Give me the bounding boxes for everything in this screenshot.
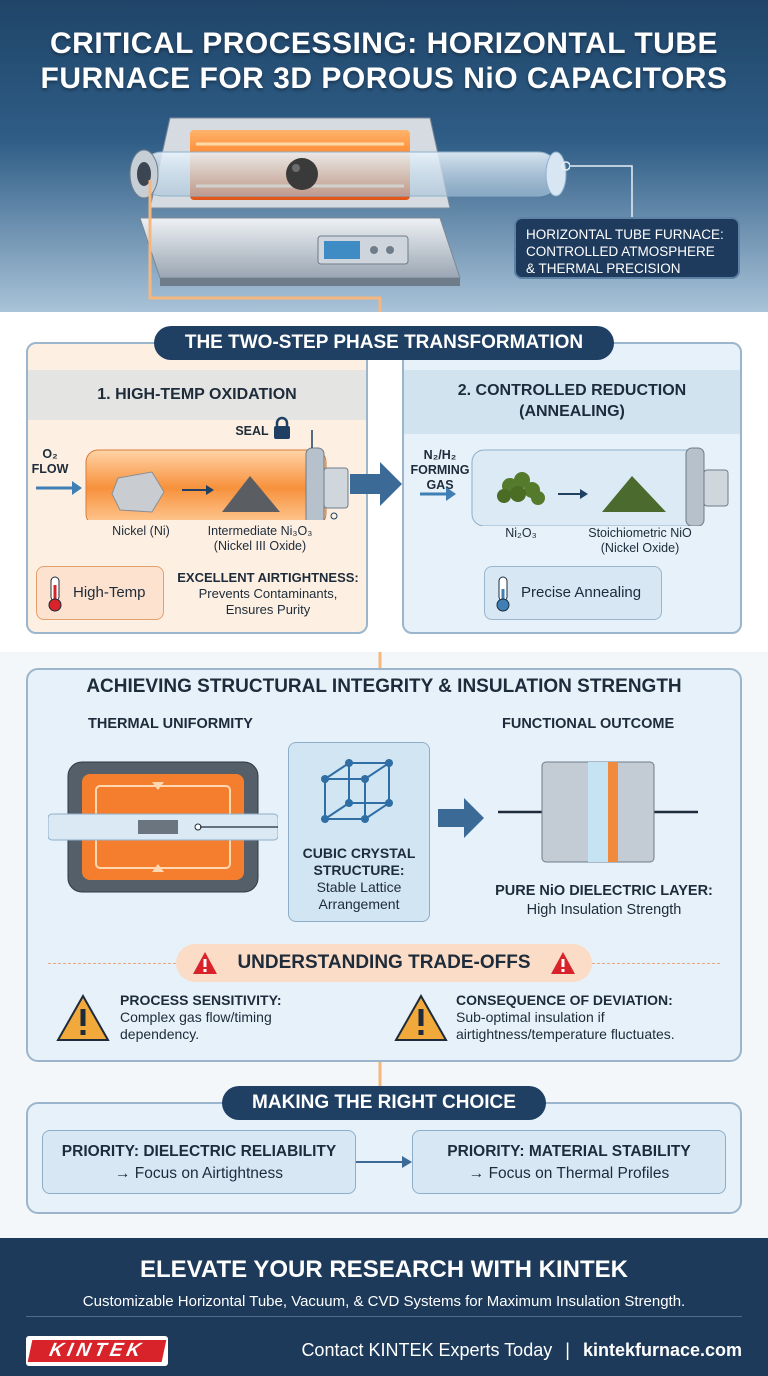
divider-right	[592, 963, 720, 964]
callout-line-2: CONTROLLED ATMOSPHERE	[526, 244, 715, 259]
nickel-label: Nickel (Ni)	[112, 524, 170, 538]
title-line-2: FURNACE FOR 3D POROUS NiO CAPACITORS	[40, 62, 728, 95]
callout-connector	[570, 165, 633, 218]
trade1-title: PROCESS SENSITIVITY:	[120, 992, 282, 1008]
caution-icon	[394, 994, 448, 1041]
high-temp-badge: High-Temp	[36, 566, 164, 620]
oxidation-tube-illustration	[36, 430, 349, 520]
consequence-of-deviation: CONSEQUENCE OF DEVIATION: Sub-optimal in…	[456, 992, 736, 1043]
cube-line-4: Arrangement	[318, 896, 400, 912]
website-link[interactable]: kintekfurnace.com	[582, 1340, 742, 1360]
priority1-focus: → Focus on Airtightness	[115, 1165, 283, 1182]
trade1-line-1: Complex gas flow/timing	[120, 1009, 272, 1025]
airtightness-note: EXCELLENT AIRTIGHTNESS: Prevents Contami…	[170, 570, 366, 618]
trade2-line-2: airtightness/temperature fluctuates.	[456, 1026, 675, 1042]
dielectric-note: PURE NiO DIELECTRIC LAYER: High Insulati…	[470, 882, 738, 920]
functional-outcome-heading: FUNCTIONAL OUTCOME	[502, 716, 675, 732]
page-title: CRITICAL PROCESSING: HORIZONTAL TUBE FUR…	[20, 26, 748, 96]
cube-line-2: STRUCTURE:	[313, 862, 405, 878]
dielectric-title: PURE NiO DIELECTRIC LAYER:	[495, 883, 713, 899]
intermediate-label: Intermediate Ni₃O₃ (Nickel III Oxide)	[190, 524, 330, 554]
stoichiometric-label: Stoichiometric NiO (Nickel Oxide)	[570, 526, 710, 556]
forming-gas-label: N₂/H₂ FORMING GAS	[408, 448, 472, 493]
cube-lattice-icon	[321, 759, 393, 823]
stoichiometric-line-2: (Nickel Oxide)	[600, 541, 680, 555]
callout-line-1: HORIZONTAL TUBE FURNACE:	[526, 227, 724, 242]
airtightness-line-1: Prevents Contaminants,	[198, 586, 338, 601]
divider-left	[48, 963, 176, 964]
thermal-uniformity-illustration	[48, 761, 278, 893]
outcome-arrow-icon	[438, 798, 484, 838]
contact-cta[interactable]: Contact KINTEK Experts Today	[301, 1340, 553, 1360]
annealing-badge: Precise Annealing	[484, 566, 662, 620]
high-temp-text: High-Temp	[73, 584, 146, 601]
o2-line-2: FLOW	[31, 462, 69, 476]
thermal-uniformity-heading: THERMAL UNIFORMITY	[88, 716, 253, 732]
intermediate-line-2: (Nickel III Oxide)	[213, 539, 307, 553]
title-line-1: CRITICAL PROCESSING: HORIZONTAL TUBE	[49, 27, 718, 60]
priority2-title: PRIORITY: MATERIAL STABILITY	[447, 1143, 691, 1160]
stoichiometric-line-1: Stoichiometric NiO	[588, 526, 692, 540]
warning-icon	[551, 952, 575, 974]
ni2o3-label: Ni₂O₃	[505, 526, 537, 540]
step-arrow-icon	[350, 462, 402, 506]
two-step-title: THE TWO-STEP PHASE TRANSFORMATION	[154, 326, 614, 360]
process-sensitivity: PROCESS SENSITIVITY: Complex gas flow/ti…	[120, 992, 360, 1043]
footer-title: ELEVATE YOUR RESEARCH WITH KINTEK	[139, 1256, 629, 1283]
reduction-heading-1: 2. CONTROLLED REDUCTION	[457, 382, 687, 399]
priority2-focus: → Focus on Thermal Profiles	[468, 1165, 670, 1182]
warning-icon	[193, 952, 217, 974]
tradeoffs-title: UNDERSTANDING TRADE-OFFS	[237, 952, 531, 973]
trade2-title: CONSEQUENCE OF DEVIATION:	[456, 992, 673, 1008]
dielectric-sub: High Insulation Strength	[526, 902, 682, 918]
thermometer-icon	[496, 576, 510, 612]
reduction-tube-illustration	[420, 447, 729, 526]
forming-gas-line-1: N₂/H₂	[423, 448, 457, 462]
trade1-line-2: dependency.	[120, 1026, 200, 1042]
kintek-logo[interactable]: KINTEK	[26, 1336, 168, 1366]
capacitor-icon	[498, 761, 698, 863]
o2-line-1: O₂	[42, 447, 58, 461]
forming-gas-line-2: FORMING	[410, 463, 470, 477]
structural-title: ACHIEVING STRUCTURAL INTEGRITY & INSULAT…	[86, 676, 682, 697]
priority-stability-box: PRIORITY: MATERIAL STABILITY → Focus on …	[412, 1130, 726, 1194]
priority-dielectric-box: PRIORITY: DIELECTRIC RELIABILITY → Focus…	[42, 1130, 356, 1194]
kintek-logo-text: KINTEK	[27, 1340, 167, 1362]
cube-line-1: CUBIC CRYSTAL	[302, 845, 416, 861]
contact-line: Contact KINTEK Experts Today | kintekfur…	[301, 1340, 742, 1361]
trade2-line-1: Sub-optimal insulation if	[456, 1009, 605, 1025]
annealing-text: Precise Annealing	[521, 584, 642, 601]
cubic-crystal-box: CUBIC CRYSTAL STRUCTURE: Stable Lattice …	[288, 742, 430, 922]
oxidation-heading: 1. HIGH-TEMP OXIDATION	[28, 370, 366, 420]
lock-icon	[274, 416, 290, 439]
reduction-heading: 2. CONTROLLED REDUCTION (ANNEALING)	[404, 370, 740, 434]
cube-line-3: Stable Lattice	[316, 879, 402, 895]
choice-title: MAKING THE RIGHT CHOICE	[222, 1086, 546, 1120]
o2-label: O₂ FLOW	[30, 447, 70, 477]
footer-divider	[26, 1316, 742, 1317]
callout-line-3: & THERMAL PRECISION	[526, 261, 681, 276]
priority1-title: PRIORITY: DIELECTRIC RELIABILITY	[61, 1143, 337, 1160]
contact-separator: |	[565, 1340, 570, 1360]
choice-arrow-icon	[356, 1156, 412, 1168]
footer-subtitle: Customizable Horizontal Tube, Vacuum, & …	[82, 1293, 686, 1310]
reduction-heading-2: (ANNEALING)	[519, 403, 625, 420]
intermediate-line-1: Intermediate Ni₃O₃	[207, 524, 313, 538]
airtightness-title: EXCELLENT AIRTIGHTNESS:	[177, 570, 359, 585]
caution-icon	[56, 994, 110, 1041]
cubic-crystal-text: CUBIC CRYSTAL STRUCTURE: Stable Lattice …	[289, 845, 429, 913]
thermometer-icon	[48, 576, 62, 612]
furnace-callout: HORIZONTAL TUBE FURNACE: CONTROLLED ATMO…	[514, 217, 740, 279]
tradeoffs-header: UNDERSTANDING TRADE-OFFS	[176, 944, 592, 982]
airtightness-line-2: Ensures Purity	[225, 602, 311, 617]
seal-label: SEAL	[235, 424, 269, 438]
